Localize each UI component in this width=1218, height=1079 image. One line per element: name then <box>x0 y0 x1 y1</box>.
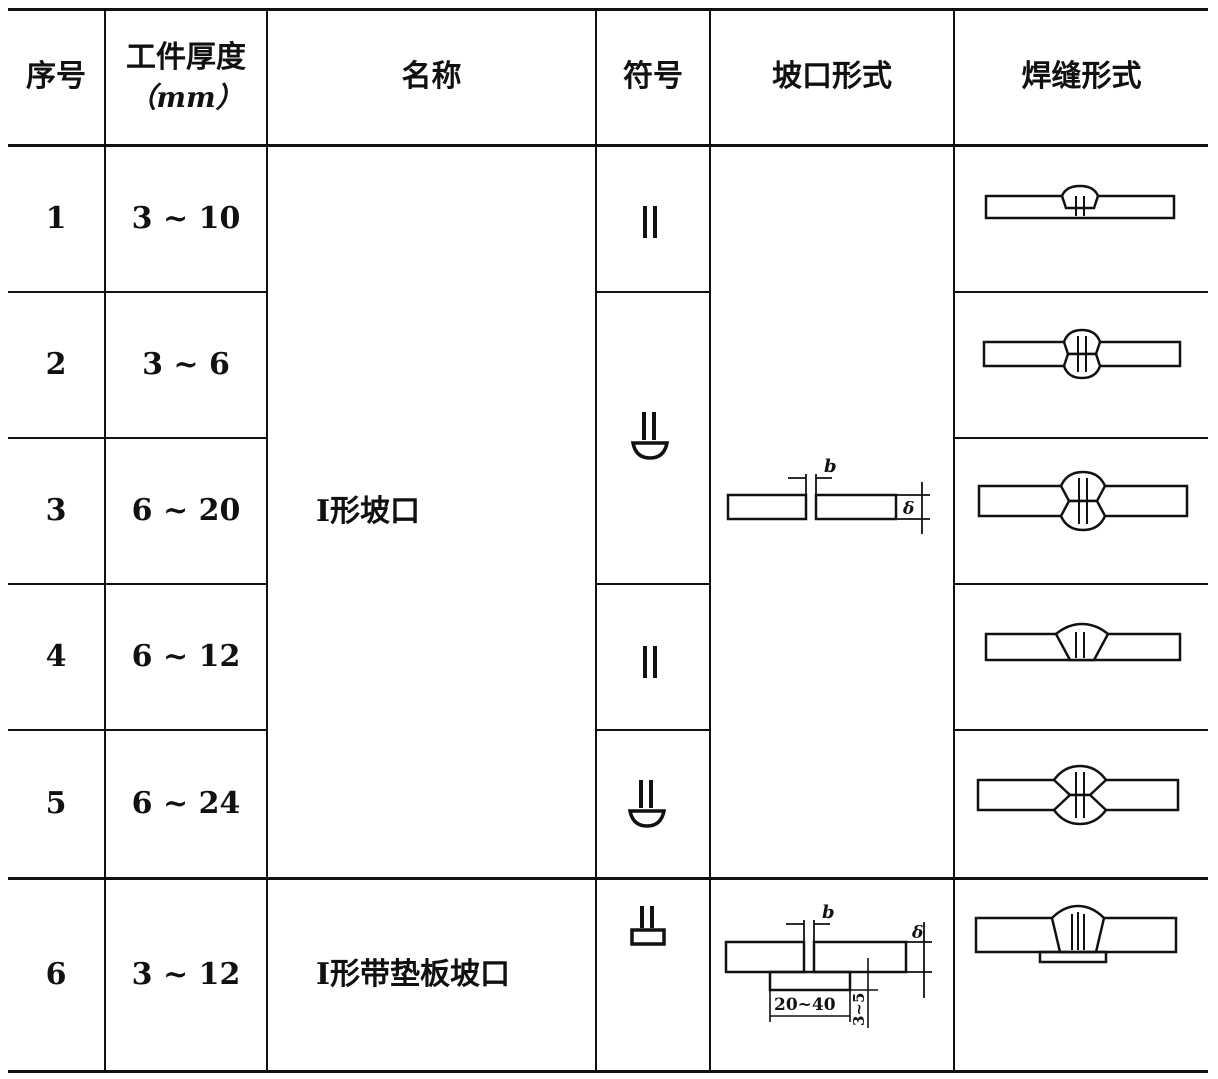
row-2-index: 2 <box>45 346 67 382</box>
symbol-single-side-icon <box>643 206 657 238</box>
symbol-backing-plate-icon <box>630 906 666 946</box>
header-groove-form: 坡口形式 <box>711 11 953 144</box>
row-divider <box>8 877 1208 880</box>
symbol-double-side-icon <box>630 412 670 460</box>
column-divider <box>709 8 711 1072</box>
header-index: 序号 <box>8 11 104 144</box>
row-4-thickness: 6 ~ 12 <box>131 638 241 674</box>
symbol-double-side-icon <box>627 780 667 828</box>
row-6-index: 6 <box>45 956 67 992</box>
groove-form-i-backing-diagram: b 20~40 3~5 δ <box>724 902 932 1028</box>
column-divider <box>595 8 597 1072</box>
weld-form-5-diagram <box>976 764 1180 826</box>
row-divider <box>8 583 268 585</box>
header-name-label: 名称 <box>401 59 462 95</box>
backing-thickness-label: 3~5 <box>850 993 868 1026</box>
row-divider <box>595 583 710 585</box>
header-weld-form: 焊缝形式 <box>955 11 1208 144</box>
groove-gap-label: b <box>824 456 837 477</box>
row-divider <box>955 291 1208 293</box>
backing-gap-label: b <box>822 902 835 923</box>
row-5-thickness: 6 ~ 24 <box>131 785 241 821</box>
header-index-label: 序号 <box>26 59 86 95</box>
row-divider <box>955 437 1208 439</box>
header-thickness: 工件厚度 （mm） <box>106 11 266 144</box>
header-symbol: 符号 <box>597 11 709 144</box>
name-i-groove-backing: I形带垫板坡口 <box>316 956 511 992</box>
backing-width-label: 20~40 <box>774 995 836 1015</box>
column-divider <box>953 8 955 1072</box>
row-divider <box>595 729 710 731</box>
backing-plate-thickness-label: δ <box>911 923 923 943</box>
table-bottom-border <box>8 1070 1208 1073</box>
weld-form-6-diagram <box>974 904 1178 964</box>
row-1-index: 1 <box>45 200 67 236</box>
table-top-border <box>8 8 1208 11</box>
header-bottom-border <box>8 144 1208 147</box>
groove-thickness-label: δ <box>902 499 914 519</box>
name-i-groove: I形坡口 <box>316 493 421 529</box>
header-groove-form-label: 坡口形式 <box>772 59 892 95</box>
header-thickness-label: 工件厚度 <box>126 40 246 76</box>
row-1-thickness: 3 ~ 10 <box>131 200 241 236</box>
groove-form-i-diagram: b δ <box>726 456 930 534</box>
column-divider <box>266 8 268 1072</box>
row-divider <box>955 583 1208 585</box>
column-divider <box>104 8 106 1072</box>
header-weld-form-label: 焊缝形式 <box>1021 59 1142 95</box>
row-3-index: 3 <box>45 492 67 528</box>
header-symbol-label: 符号 <box>623 59 683 95</box>
row-divider <box>8 291 268 293</box>
row-5-index: 5 <box>45 785 67 821</box>
row-divider <box>955 729 1208 731</box>
header-thickness-unit: （mm） <box>128 80 244 114</box>
row-divider <box>8 437 268 439</box>
weld-form-4-diagram <box>984 622 1182 662</box>
row-divider <box>8 729 268 731</box>
row-3-thickness: 6 ~ 20 <box>131 492 241 528</box>
symbol-single-side-icon <box>643 646 657 678</box>
weld-form-1-diagram <box>984 184 1176 220</box>
row-6-thickness: 3 ~ 12 <box>131 956 241 992</box>
weld-form-2-diagram <box>982 328 1182 380</box>
row-divider <box>595 291 710 293</box>
row-4-index: 4 <box>45 638 67 674</box>
header-name: 名称 <box>268 11 595 144</box>
row-2-thickness: 3 ~ 6 <box>142 346 230 382</box>
weld-form-3-diagram <box>977 470 1189 532</box>
